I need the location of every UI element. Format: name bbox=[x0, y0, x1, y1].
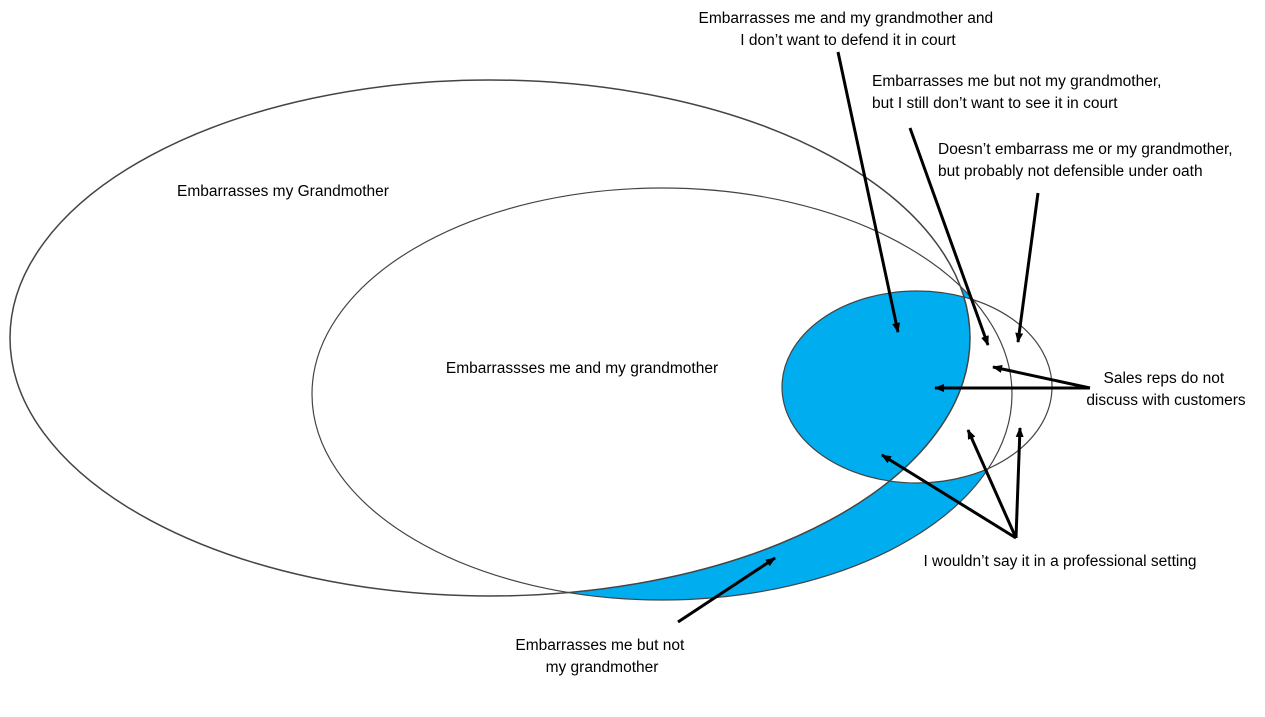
arrow-professional-1 bbox=[881, 453, 1017, 540]
arrow-sales-reps-2 bbox=[992, 364, 1091, 390]
callout-court-both: Embarrasses me and my grandmother and I … bbox=[699, 10, 998, 49]
ellipse-grandmother bbox=[9, 79, 971, 597]
callout-me-not-grandmother: Embarrasses me but not my grandmother bbox=[515, 637, 688, 676]
callout-oath: Doesn’t embarrass me or my grandmother, … bbox=[938, 141, 1237, 180]
callout-court-me-only: Embarrasses me but not my grandmother, b… bbox=[872, 73, 1166, 112]
callout-oath-line1: Doesn’t embarrass me or my grandmother, bbox=[938, 141, 1233, 158]
callout-professional: I wouldn’t say it in a professional sett… bbox=[923, 553, 1196, 570]
callout-court-me-only-line1: Embarrasses me but not my grandmother, bbox=[872, 73, 1161, 90]
label-me-and-grandmother-region: Embarrassses me and my grandmother bbox=[446, 360, 718, 377]
arrow-court-me-only bbox=[908, 127, 990, 346]
arrow-me-not-grandmother bbox=[677, 556, 776, 624]
callout-court-both-line1: Embarrasses me and my grandmother and bbox=[699, 10, 994, 27]
callout-me-not-grandmother-line1: Embarrasses me but not bbox=[515, 637, 685, 654]
callout-me-not-grandmother-line2: my grandmother bbox=[546, 659, 659, 676]
arrow-professional-2 bbox=[966, 429, 1018, 539]
callout-sales-reps-line1: Sales reps do not bbox=[1104, 370, 1225, 387]
callout-court-both-line2: I don’t want to defend it in court bbox=[740, 32, 956, 49]
arrow-professional-3 bbox=[1014, 427, 1024, 539]
label-grandmother-region: Embarrasses my Grandmother bbox=[177, 183, 389, 200]
callout-court-me-only-line2: but I still don’t want to see it in cour… bbox=[872, 95, 1118, 112]
callout-sales-reps: Sales reps do not discuss with customers bbox=[1086, 370, 1246, 409]
callout-oath-line2: but probably not defensible under oath bbox=[938, 163, 1203, 180]
ellipse-me bbox=[311, 187, 1013, 601]
arrow-oath bbox=[1015, 192, 1040, 343]
callout-sales-reps-line2: discuss with customers bbox=[1086, 392, 1246, 409]
arrow-court-both bbox=[836, 51, 901, 333]
